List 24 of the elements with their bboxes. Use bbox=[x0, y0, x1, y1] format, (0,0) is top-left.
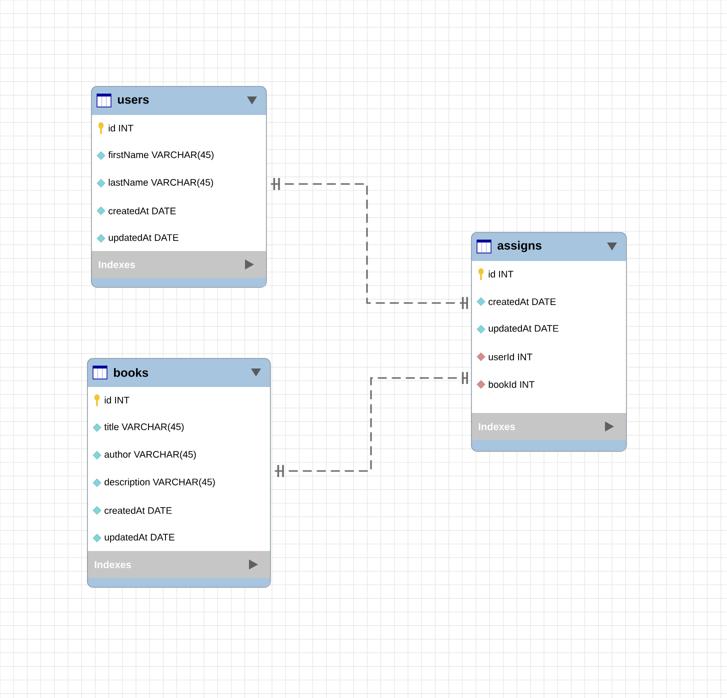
column-name: lastName VARCHAR(45) bbox=[108, 178, 213, 188]
relationship-line bbox=[274, 372, 468, 477]
table-name: assigns bbox=[498, 240, 542, 252]
section-label: Indexes bbox=[94, 560, 132, 568]
column-name: createdAt DATE bbox=[108, 207, 176, 214]
column-name: updatedAt DATE bbox=[104, 534, 174, 542]
section-label: Indexes bbox=[478, 422, 516, 430]
column-name: createdAt DATE bbox=[488, 298, 556, 306]
column-name: id INT bbox=[104, 396, 130, 404]
column-name: id INT bbox=[488, 270, 514, 278]
column-name: id INT bbox=[108, 124, 134, 132]
table-name: books bbox=[114, 368, 148, 377]
column-name: userId INT bbox=[488, 353, 532, 360]
table-name: users bbox=[118, 97, 149, 104]
column-name: title VARCHAR(45) bbox=[104, 423, 184, 432]
relationship-line bbox=[270, 178, 468, 309]
column-name: bookId INT bbox=[488, 380, 534, 388]
column-name: author VARCHAR(45) bbox=[104, 450, 196, 460]
column-name: updatedAt DATE bbox=[488, 324, 558, 334]
column-name: updatedAt DATE bbox=[108, 234, 178, 243]
column-name: createdAt DATE bbox=[104, 506, 172, 514]
section-label: Indexes bbox=[98, 260, 136, 268]
column-name: firstName VARCHAR(45) bbox=[108, 151, 214, 160]
column-name: description VARCHAR(45) bbox=[104, 478, 215, 488]
